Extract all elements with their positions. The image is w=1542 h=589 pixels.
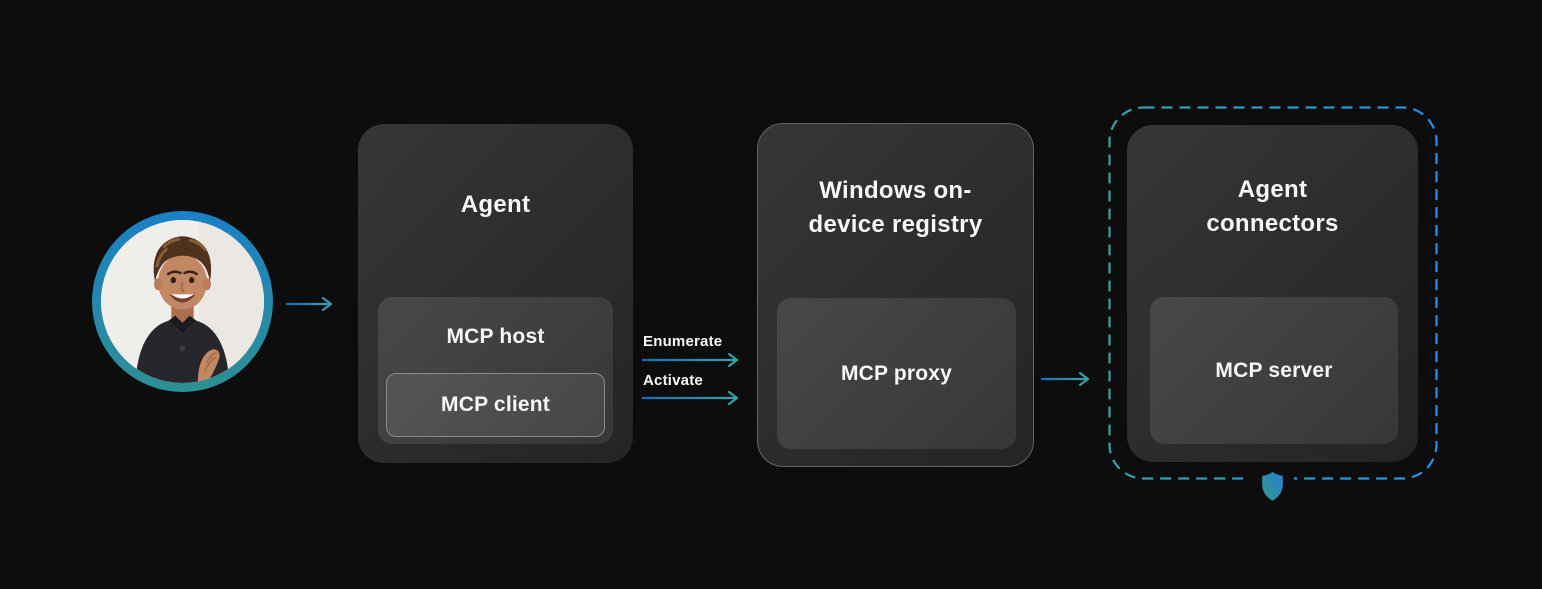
mcp-host-label: MCP host bbox=[446, 325, 545, 348]
shield-icon bbox=[1261, 472, 1283, 501]
mcp-proxy-box: MCP proxy bbox=[777, 298, 1016, 449]
user-avatar bbox=[92, 211, 273, 392]
mcp-server-label: MCP server bbox=[1215, 358, 1333, 382]
mcp-client-label: MCP client bbox=[441, 393, 550, 416]
activate-label: Activate bbox=[643, 372, 703, 389]
arrow-registry-to-connectors-icon bbox=[1041, 371, 1090, 387]
connectors-title: Agent connectors bbox=[1127, 173, 1418, 241]
registry-box: Windows on- device registry MCP proxy bbox=[757, 123, 1034, 467]
shield-icon-backing bbox=[1250, 469, 1294, 506]
arrow-user-to-agent-icon bbox=[286, 296, 333, 312]
agent-title: Agent bbox=[460, 191, 531, 218]
registry-title-line2: device registry bbox=[808, 211, 983, 238]
connectors-title-line2: connectors bbox=[1206, 210, 1339, 237]
registry-title-line1: Windows on- bbox=[819, 177, 972, 204]
mcp-proxy-label: MCP proxy bbox=[840, 361, 953, 385]
agent-box: Agent MCP host MCP client bbox=[358, 124, 633, 463]
user-photo-illustration bbox=[101, 220, 264, 383]
connectors-title-line1: Agent bbox=[1237, 176, 1308, 203]
mcp-client-box: MCP client bbox=[386, 373, 605, 437]
activate-arrow-icon bbox=[642, 390, 739, 406]
mcp-server-box: MCP server bbox=[1150, 297, 1398, 444]
user-photo bbox=[101, 220, 264, 383]
agent-connectors-box: Agent connectors MCP server bbox=[1127, 125, 1418, 462]
enumerate-label: Enumerate bbox=[643, 333, 723, 350]
registry-title: Windows on- device registry bbox=[758, 174, 1033, 242]
mcp-host-box: MCP host MCP client bbox=[378, 297, 613, 444]
enumerate-arrow-icon bbox=[642, 352, 739, 368]
